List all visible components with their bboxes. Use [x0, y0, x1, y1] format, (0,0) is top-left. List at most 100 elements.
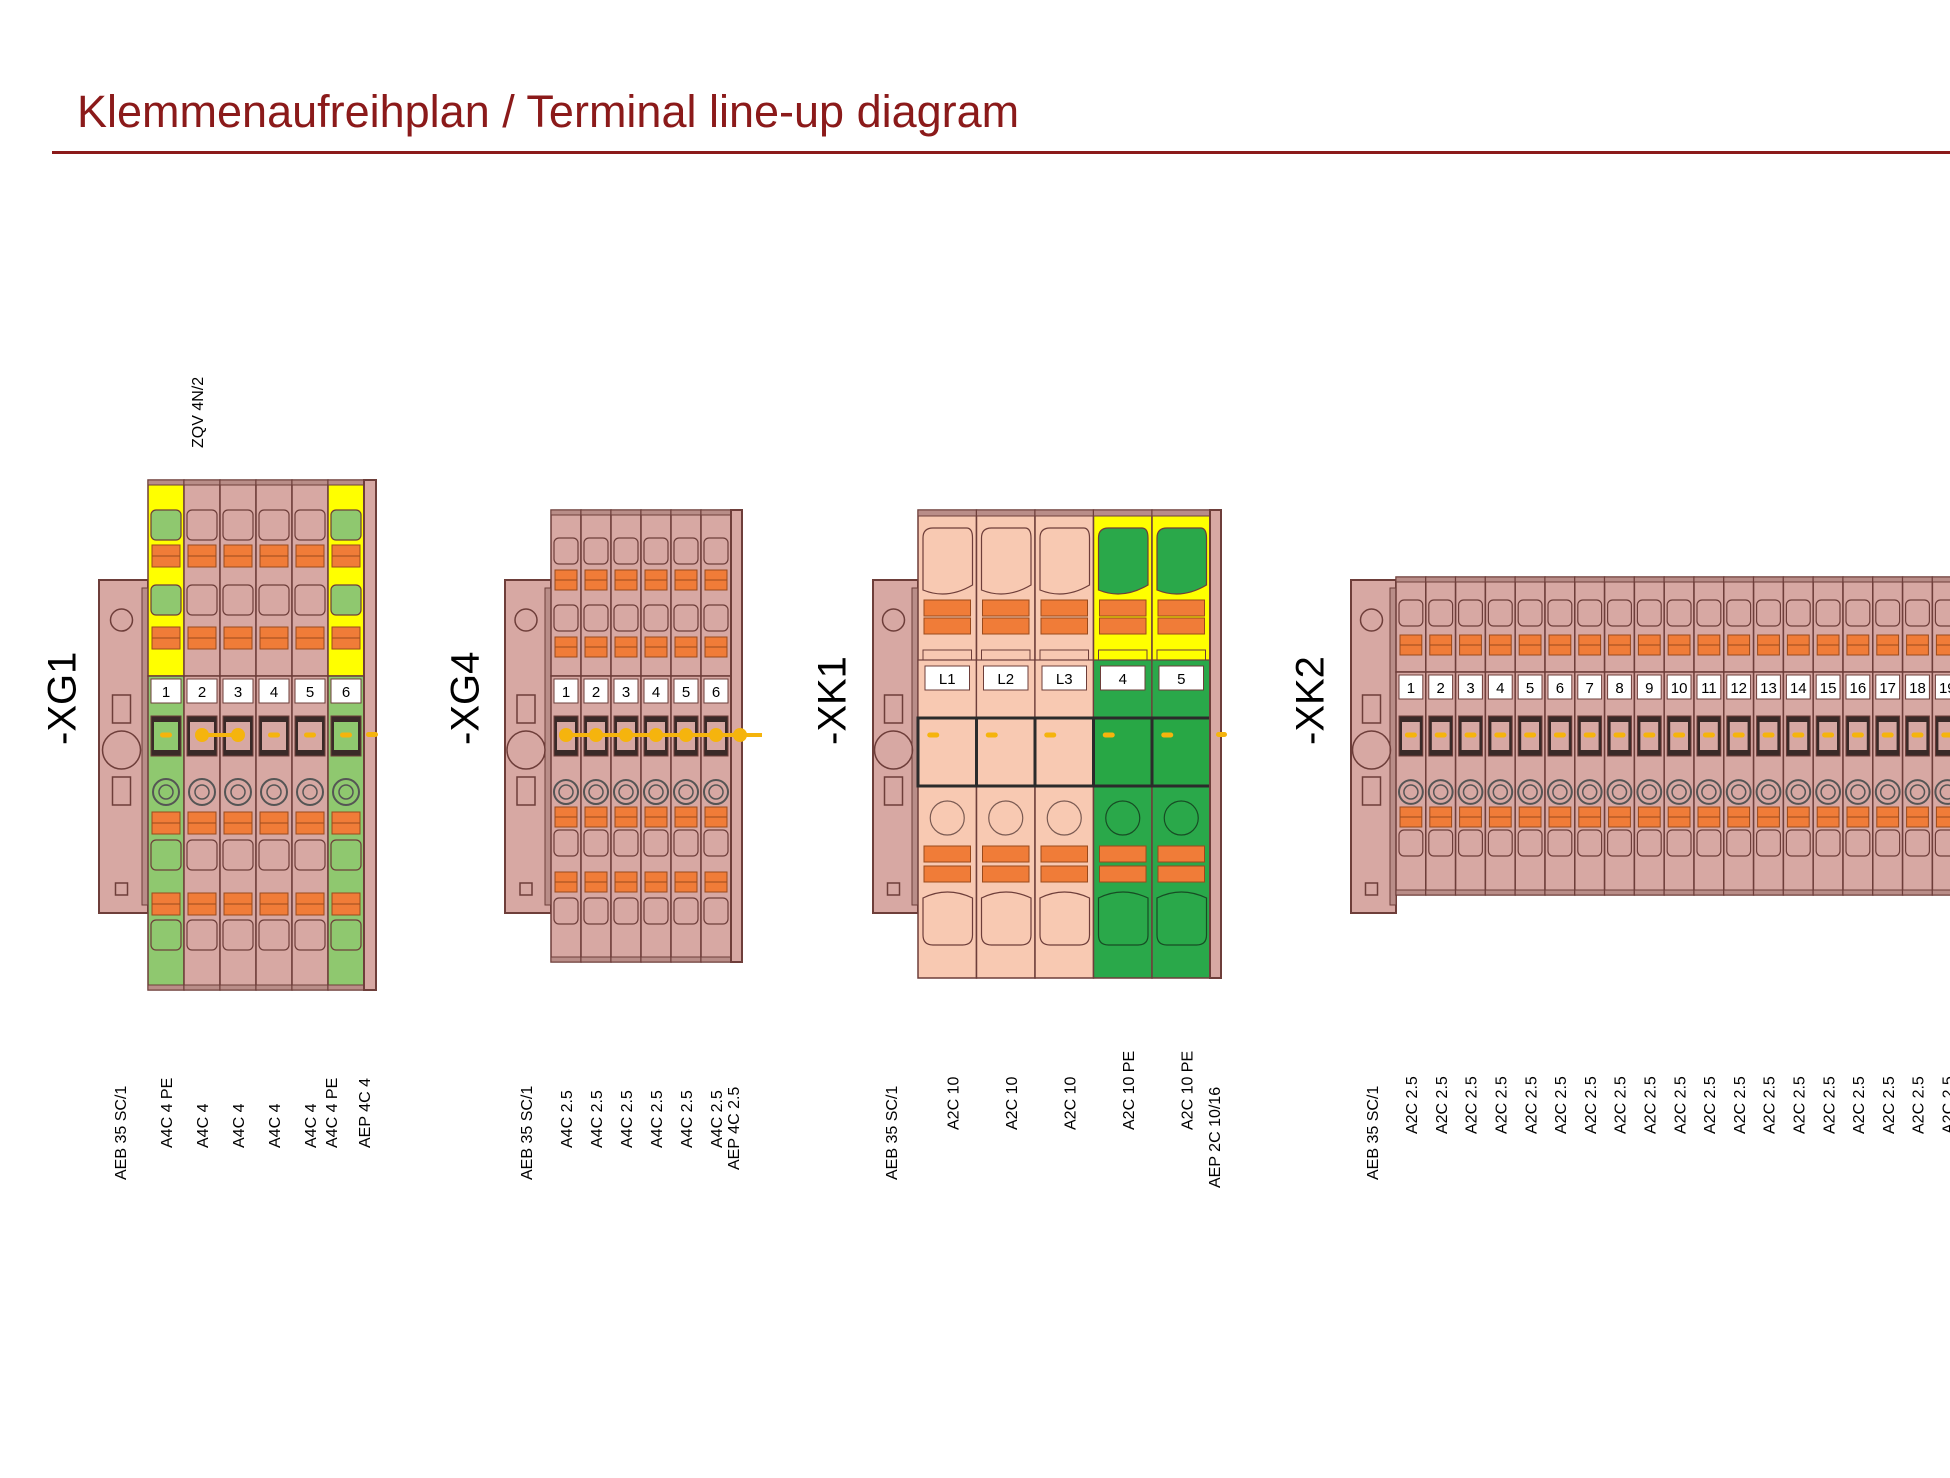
- jumper-contact-xg1: [231, 728, 245, 742]
- wire-entry: [1875, 829, 1901, 857]
- terminal-top-edge: [1633, 576, 1665, 583]
- wire-entry: [258, 584, 290, 616]
- terminal-xk2-10: 10: [1663, 576, 1695, 896]
- terminal-marker-label: 14: [1790, 680, 1807, 697]
- bracket-slot-xg1: [111, 694, 132, 724]
- wire-entry: [1666, 599, 1692, 627]
- wire-entry: [922, 527, 974, 595]
- wire-entry: [1398, 829, 1424, 857]
- terminal-marker: [294, 678, 326, 704]
- test-socket: [1636, 779, 1663, 805]
- terminal-bottom-edge: [640, 956, 672, 963]
- terminal-marker: [1636, 674, 1662, 700]
- wire-entry: [1428, 829, 1454, 857]
- wire-entry: [1156, 527, 1208, 595]
- wire-entry: [1755, 829, 1781, 857]
- terminal-marker: [1696, 674, 1722, 700]
- terminal-marker-label: 6: [342, 684, 350, 701]
- wire-entry: [703, 604, 729, 632]
- push-in-clamp: [1040, 845, 1088, 863]
- end-bracket-xk2: [1350, 579, 1397, 914]
- terminal-xk2-5: 5: [1514, 576, 1546, 896]
- terminal-type-label-xk2: A2C 2.5: [1613, 1076, 1630, 1134]
- jumper-end-xg1: [366, 732, 378, 737]
- terminal-top-edge: [1151, 509, 1211, 517]
- terminal-marker: [643, 678, 669, 704]
- bracket-screw-xg1: [101, 730, 142, 770]
- bracket-notch-xk2: [1364, 882, 1379, 896]
- terminal-marker-label: 11: [1701, 680, 1717, 697]
- wire-entry: [1904, 829, 1930, 857]
- test-socket: [152, 778, 180, 806]
- test-socket: [1904, 779, 1931, 805]
- terminal-bottom-edge: [1723, 889, 1755, 896]
- terminal-marker: [1815, 674, 1841, 700]
- jumper-contact-xk2: [1494, 732, 1507, 738]
- terminal-top-edge: [1544, 576, 1576, 583]
- terminal-top-edge: [255, 479, 293, 486]
- terminal-marker-label: 2: [198, 684, 206, 701]
- push-in-clamp: [923, 617, 971, 635]
- jumper-contact-xg1: [160, 732, 172, 738]
- terminal-marker-label: 5: [1177, 671, 1185, 688]
- terminal-xk2-9: 9: [1633, 576, 1665, 896]
- terminal-xg4-2: 2: [580, 509, 612, 963]
- jumper-contact-xk2: [1702, 732, 1715, 738]
- terminal-type-label-xg4: A4C 2.5: [679, 1090, 696, 1148]
- jumper-contact-xk1: [985, 732, 998, 738]
- jumper-end-xk1: [1216, 732, 1227, 737]
- wire-entry: [583, 537, 609, 565]
- wire-entry: [583, 829, 609, 857]
- test-socket: [1606, 779, 1633, 805]
- terminal-bottom-edge: [1782, 889, 1814, 896]
- terminal-type-label-xk2: A2C 2.5: [1821, 1076, 1838, 1134]
- terminal-marker-label: 4: [1496, 680, 1504, 697]
- test-socket: [643, 779, 669, 805]
- push-in-clamp: [1157, 617, 1205, 635]
- bracket-slot-xk1: [883, 776, 904, 806]
- wire-entry: [1097, 891, 1149, 946]
- wire-entry: [1785, 829, 1811, 857]
- wire-entry: [1517, 599, 1543, 627]
- terminal-bottom-edge: [291, 984, 329, 991]
- page-title: Klemmenaufreihplan / Terminal line-up di…: [77, 86, 1020, 137]
- terminal-marker-label: L1: [939, 671, 956, 688]
- jumper-contact-xk2: [1732, 732, 1745, 738]
- terminal-bottom-edge: [1931, 889, 1950, 896]
- terminal-top-edge: [1484, 576, 1516, 583]
- jumper-contact-xk1: [1161, 732, 1174, 738]
- wire-entry: [922, 891, 974, 946]
- jumper-contact-xk2: [1941, 732, 1950, 738]
- terminal-marker: [1726, 674, 1752, 700]
- push-in-clamp: [1157, 599, 1205, 617]
- wire-entry: [643, 829, 669, 857]
- jumper-contact-xk2: [1464, 732, 1477, 738]
- test-socket: [673, 779, 699, 805]
- wire-entry: [330, 584, 362, 616]
- bracket-slot-xk2: [1361, 694, 1382, 724]
- wire-entry: [1696, 599, 1722, 627]
- terminal-bottom-edge: [1455, 889, 1486, 896]
- terminal-bottom-edge: [670, 956, 702, 963]
- test-socket: [1934, 779, 1950, 805]
- terminal-type-label-xk1: A2C 10 PE: [1179, 1051, 1196, 1130]
- terminal-xk1-4: 4: [1092, 509, 1154, 979]
- push-in-clamp: [982, 845, 1030, 863]
- test-socket-inner: [230, 784, 246, 800]
- jumper-contact-xk2: [1583, 732, 1596, 738]
- test-socket-inner: [1760, 784, 1777, 800]
- wire-entry: [1636, 599, 1662, 627]
- jumper-contact-xk2: [1524, 732, 1537, 738]
- terminal-marker: [1398, 674, 1424, 700]
- test-socket: [703, 779, 729, 805]
- terminal-marker: [1100, 665, 1146, 691]
- test-socket-inner: [194, 784, 210, 800]
- wire-entry: [1547, 829, 1573, 857]
- strip-designation-xk1: -XK1: [811, 656, 855, 745]
- terminal-top-edge: [700, 509, 732, 516]
- test-socket-inner: [1611, 784, 1628, 800]
- terminal-xg1-6: 6: [327, 479, 365, 991]
- terminal-marker-label: 18: [1909, 680, 1926, 697]
- bracket-hole-xg4: [514, 608, 538, 632]
